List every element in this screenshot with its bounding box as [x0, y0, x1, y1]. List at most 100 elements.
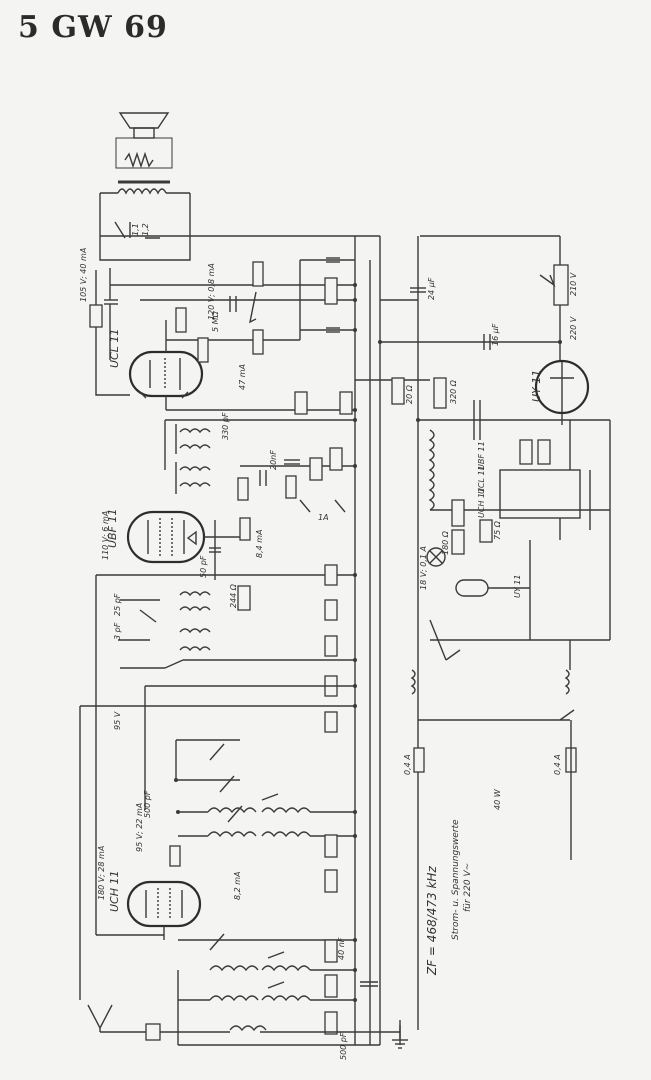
- r180-label: 180 Ω: [441, 530, 450, 555]
- if-frequency-label: ZF = 468/473 kHz: [425, 866, 439, 976]
- r5-label: 5 MΩ: [211, 310, 220, 332]
- selector-label-1: 1,1: [131, 223, 140, 236]
- resistor-80: [451, 499, 465, 527]
- tube-uy11: [534, 359, 590, 415]
- heater-chain: [428, 429, 435, 511]
- voltage-selector: [499, 469, 581, 519]
- cap-24uf-label: 24 µF: [427, 277, 436, 300]
- uch-op1-label: 95 V; 22 mA: [135, 803, 144, 852]
- heater-uy-label: UY 11: [513, 575, 522, 598]
- tube-uy11-label: UY 11: [530, 370, 543, 402]
- resistor-250: [324, 1011, 338, 1035]
- resistor-244: [237, 585, 251, 611]
- ucl-op-label: 105 V; 40 mA: [79, 248, 88, 302]
- resistor-125k: [252, 329, 264, 355]
- resistor-50k-d: [324, 869, 338, 893]
- resistor-320: [433, 377, 447, 409]
- uch-op2-label: 180 V; 28 mA: [97, 846, 106, 900]
- r244-label: 244 Ω: [229, 583, 238, 608]
- cap-50pf-label: 50 pF: [199, 555, 208, 578]
- cap-bottom-label: 500 pF: [339, 1032, 348, 1060]
- note-line-1: Strom- u. Spannungswerte: [451, 819, 461, 940]
- resistor-50k-c: [324, 277, 338, 305]
- cap-40nf-label: 40 nF: [337, 937, 346, 960]
- v95-label: 95 V: [113, 711, 122, 730]
- tube-ubf11: [126, 510, 206, 564]
- resistor-1k: [324, 834, 338, 858]
- ground-icon: [392, 1025, 408, 1049]
- ma47-label: 47 mA: [238, 364, 247, 390]
- dial-lamp-icon: [426, 547, 446, 567]
- resistor-10m: [329, 447, 343, 471]
- resistor-1m-d: [309, 457, 323, 481]
- note-line-2: für 220 V~: [463, 863, 473, 912]
- antenna-icon: [87, 1004, 113, 1032]
- resistor-1m: [197, 337, 209, 363]
- cap-20nf-label: 20nF: [269, 450, 278, 470]
- resistor-1m-f: [294, 391, 308, 415]
- lamp-label: 18 V; 0,1 A: [419, 546, 428, 590]
- tube-ucl11: [128, 350, 204, 399]
- resistor-1m-e: [339, 391, 353, 415]
- mains2-label: 220 V: [569, 316, 578, 340]
- resistor-antenna: [145, 1023, 161, 1041]
- fuse2-label: 0,4 A: [553, 754, 562, 775]
- cap-16uf-label: 16 µF: [491, 323, 500, 346]
- resistor-75-b: [479, 519, 493, 543]
- output-transformer: [99, 180, 191, 236]
- resistor-1m-b: [237, 477, 249, 501]
- resistor-25: [169, 845, 181, 867]
- resistor-10k: [324, 599, 338, 621]
- cap-3pf-label: 3 pF: [113, 622, 122, 640]
- cap-330-label: 330 pF: [221, 412, 230, 440]
- switch-1a: 1A: [318, 513, 329, 522]
- ma84-label: 8,4 mA: [255, 529, 264, 558]
- resistor-140: [537, 439, 551, 465]
- if-transformer-1: [175, 424, 211, 454]
- resistor-2m: [285, 475, 297, 499]
- resistor-50k: [175, 307, 187, 333]
- junction-dots: [174, 283, 562, 1002]
- if-transformer-3: [179, 591, 211, 652]
- resistor-180: [451, 529, 465, 555]
- resistor-75-c: [519, 439, 533, 465]
- fuse-1: [413, 747, 425, 773]
- cap-500pf-label: 500 pF: [143, 790, 152, 818]
- r75-label: 75 Ω: [493, 520, 502, 540]
- tube-ucl11-label: UCL 11: [108, 329, 121, 368]
- dropper-resistor: [553, 264, 569, 306]
- ubf-op-label: 110 V; 6 mA: [101, 511, 110, 560]
- if-transformer-2: [175, 462, 211, 494]
- resistor-2m-b: [324, 974, 338, 998]
- resistor-40nf: [324, 939, 338, 963]
- resistor-1m-c: [239, 517, 251, 541]
- speaker-icon: [115, 112, 173, 169]
- r320-label: 320 Ω: [449, 379, 458, 404]
- resistor-01m: [324, 564, 338, 586]
- mains-switch-icon: [445, 649, 461, 661]
- resistor-1m-g: [324, 635, 338, 657]
- heater-ucl-label: UCL 11: [477, 465, 486, 494]
- resistor-11k: [324, 711, 338, 733]
- cap-25pf-label: 25 pF: [113, 593, 122, 616]
- heater-ubf-label: UBF 11: [477, 441, 486, 470]
- fuse1-label: 0,4 A: [403, 754, 412, 775]
- tube-ubf11-label: UBF 11: [106, 509, 119, 548]
- mains-label: 210 V: [569, 272, 578, 296]
- uy11-heater-icon: [455, 579, 489, 597]
- resistor-50k-b: [252, 261, 264, 287]
- ma82-label: 8,2 mA: [233, 871, 242, 900]
- page-title: 5 GW 69: [18, 10, 168, 45]
- tuning-capacitors: [209, 743, 243, 823]
- r20-label: 20 Ω: [405, 384, 414, 404]
- tube-uch11-label: UCH 11: [108, 871, 121, 913]
- resistor-75: [89, 304, 103, 328]
- power-label: 40 W: [493, 788, 502, 810]
- resistor-20: [391, 377, 405, 405]
- volume-potentiometer: [249, 291, 257, 324]
- ucl-op2-label: 120 V; 0,8 mA: [207, 263, 216, 320]
- selector-label-2: 1,2: [141, 223, 150, 236]
- tube-uch11: [126, 880, 202, 928]
- heater-uch-label: UCH 11: [477, 488, 486, 518]
